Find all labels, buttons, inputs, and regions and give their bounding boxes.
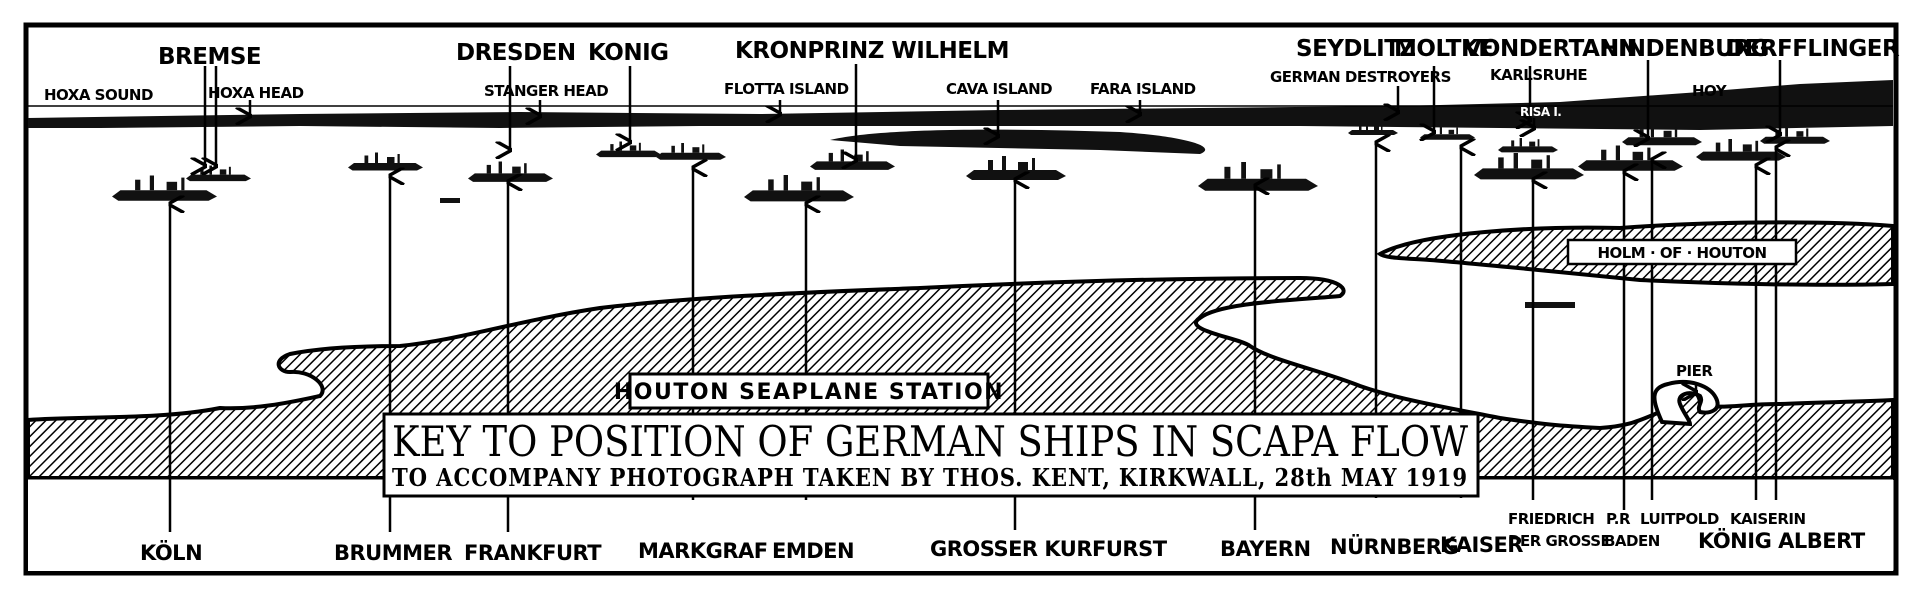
label-hoxa-sound: HOXA SOUND bbox=[44, 86, 153, 104]
label-derfflinger: DERFFLINGER bbox=[1726, 36, 1900, 62]
label-hindenburg: HINDENBURG bbox=[1600, 36, 1769, 62]
label-cava-island: CAVA ISLAND bbox=[946, 80, 1052, 98]
label-friedrich: FRIEDRICH bbox=[1508, 510, 1594, 528]
pier-shape bbox=[1652, 379, 1720, 427]
label-bremse: BREMSE bbox=[158, 44, 261, 70]
label-luitpold: LUITPOLD bbox=[1640, 510, 1719, 528]
label-kaiserin: KAISERIN bbox=[1730, 510, 1806, 528]
label-von-der-tann: VONDERTANN bbox=[1464, 36, 1637, 62]
label-flotta-island: FLOTTA ISLAND bbox=[724, 80, 849, 98]
label-brummer: BRUMMER bbox=[334, 541, 452, 565]
label-seydlitz: SEYDLITZ bbox=[1296, 36, 1416, 62]
label-emden: EMDEN bbox=[772, 539, 854, 563]
label-konig-albert: KÖNIG ALBERT bbox=[1698, 528, 1866, 553]
label-german-destroyers: GERMAN DESTROYERS bbox=[1270, 68, 1451, 86]
label-koln: KÖLN bbox=[140, 540, 202, 565]
label-konig: KONIG bbox=[588, 40, 669, 66]
label-fara-island: FARA ISLAND bbox=[1090, 80, 1196, 98]
label-karlsruhe: KARLSRUHE bbox=[1490, 66, 1587, 84]
label-dresden: DRESDEN bbox=[456, 40, 576, 66]
label-frankfurt: FRANKFURT bbox=[464, 541, 602, 565]
label-holm-of-houton: HOLM · OF · HOUTON bbox=[1597, 244, 1766, 262]
label-pier: PIER bbox=[1676, 362, 1713, 380]
label-kaiser: KAISER bbox=[1440, 533, 1523, 557]
label-pr: P.R bbox=[1606, 510, 1631, 528]
label-grosser-kurfurst: GROSSER KURFURST bbox=[930, 537, 1168, 561]
label-hoxa-head: HOXA HEAD bbox=[208, 84, 304, 102]
label-stanger-head: STANGER HEAD bbox=[484, 82, 608, 100]
top-leaders bbox=[205, 60, 1780, 392]
holm-label-box bbox=[1566, 238, 1798, 266]
ship-icons bbox=[112, 123, 1830, 308]
label-risa: RISA I. bbox=[1520, 105, 1561, 119]
title-box bbox=[382, 412, 1480, 498]
label-nurnberg: NÜRNBERG bbox=[1330, 534, 1458, 559]
seaplane-label-box bbox=[628, 372, 990, 410]
label-markgraf: MARKGRAF bbox=[638, 539, 768, 563]
flotta-island-shape bbox=[830, 129, 1206, 154]
far-shore bbox=[28, 80, 1893, 130]
label-hoy: HOY bbox=[1692, 82, 1728, 100]
page-title: KEY TO POSITION OF GERMAN SHIPS IN SCAPA… bbox=[392, 417, 1469, 466]
bottom-labels: KÖLN BRUMMER FRANKFURT MARKGRAF EMDEN GR… bbox=[140, 510, 1866, 565]
label-bayern: BAYERN bbox=[1220, 537, 1311, 561]
label-houton-seaplane-station: HOUTON SEAPLANE STATION bbox=[614, 380, 1004, 405]
label-baden: BADEN bbox=[1604, 532, 1660, 550]
label-kronprinz-wilhelm: KRONPRINZ WILHELM bbox=[735, 38, 1009, 64]
page-subtitle: TO ACCOMPANY PHOTOGRAPH TAKEN BY THOS. K… bbox=[392, 463, 1468, 492]
label-moltke: MOLTKE bbox=[1394, 36, 1494, 62]
label-der-grosse: DER GROSSE bbox=[1508, 532, 1611, 550]
